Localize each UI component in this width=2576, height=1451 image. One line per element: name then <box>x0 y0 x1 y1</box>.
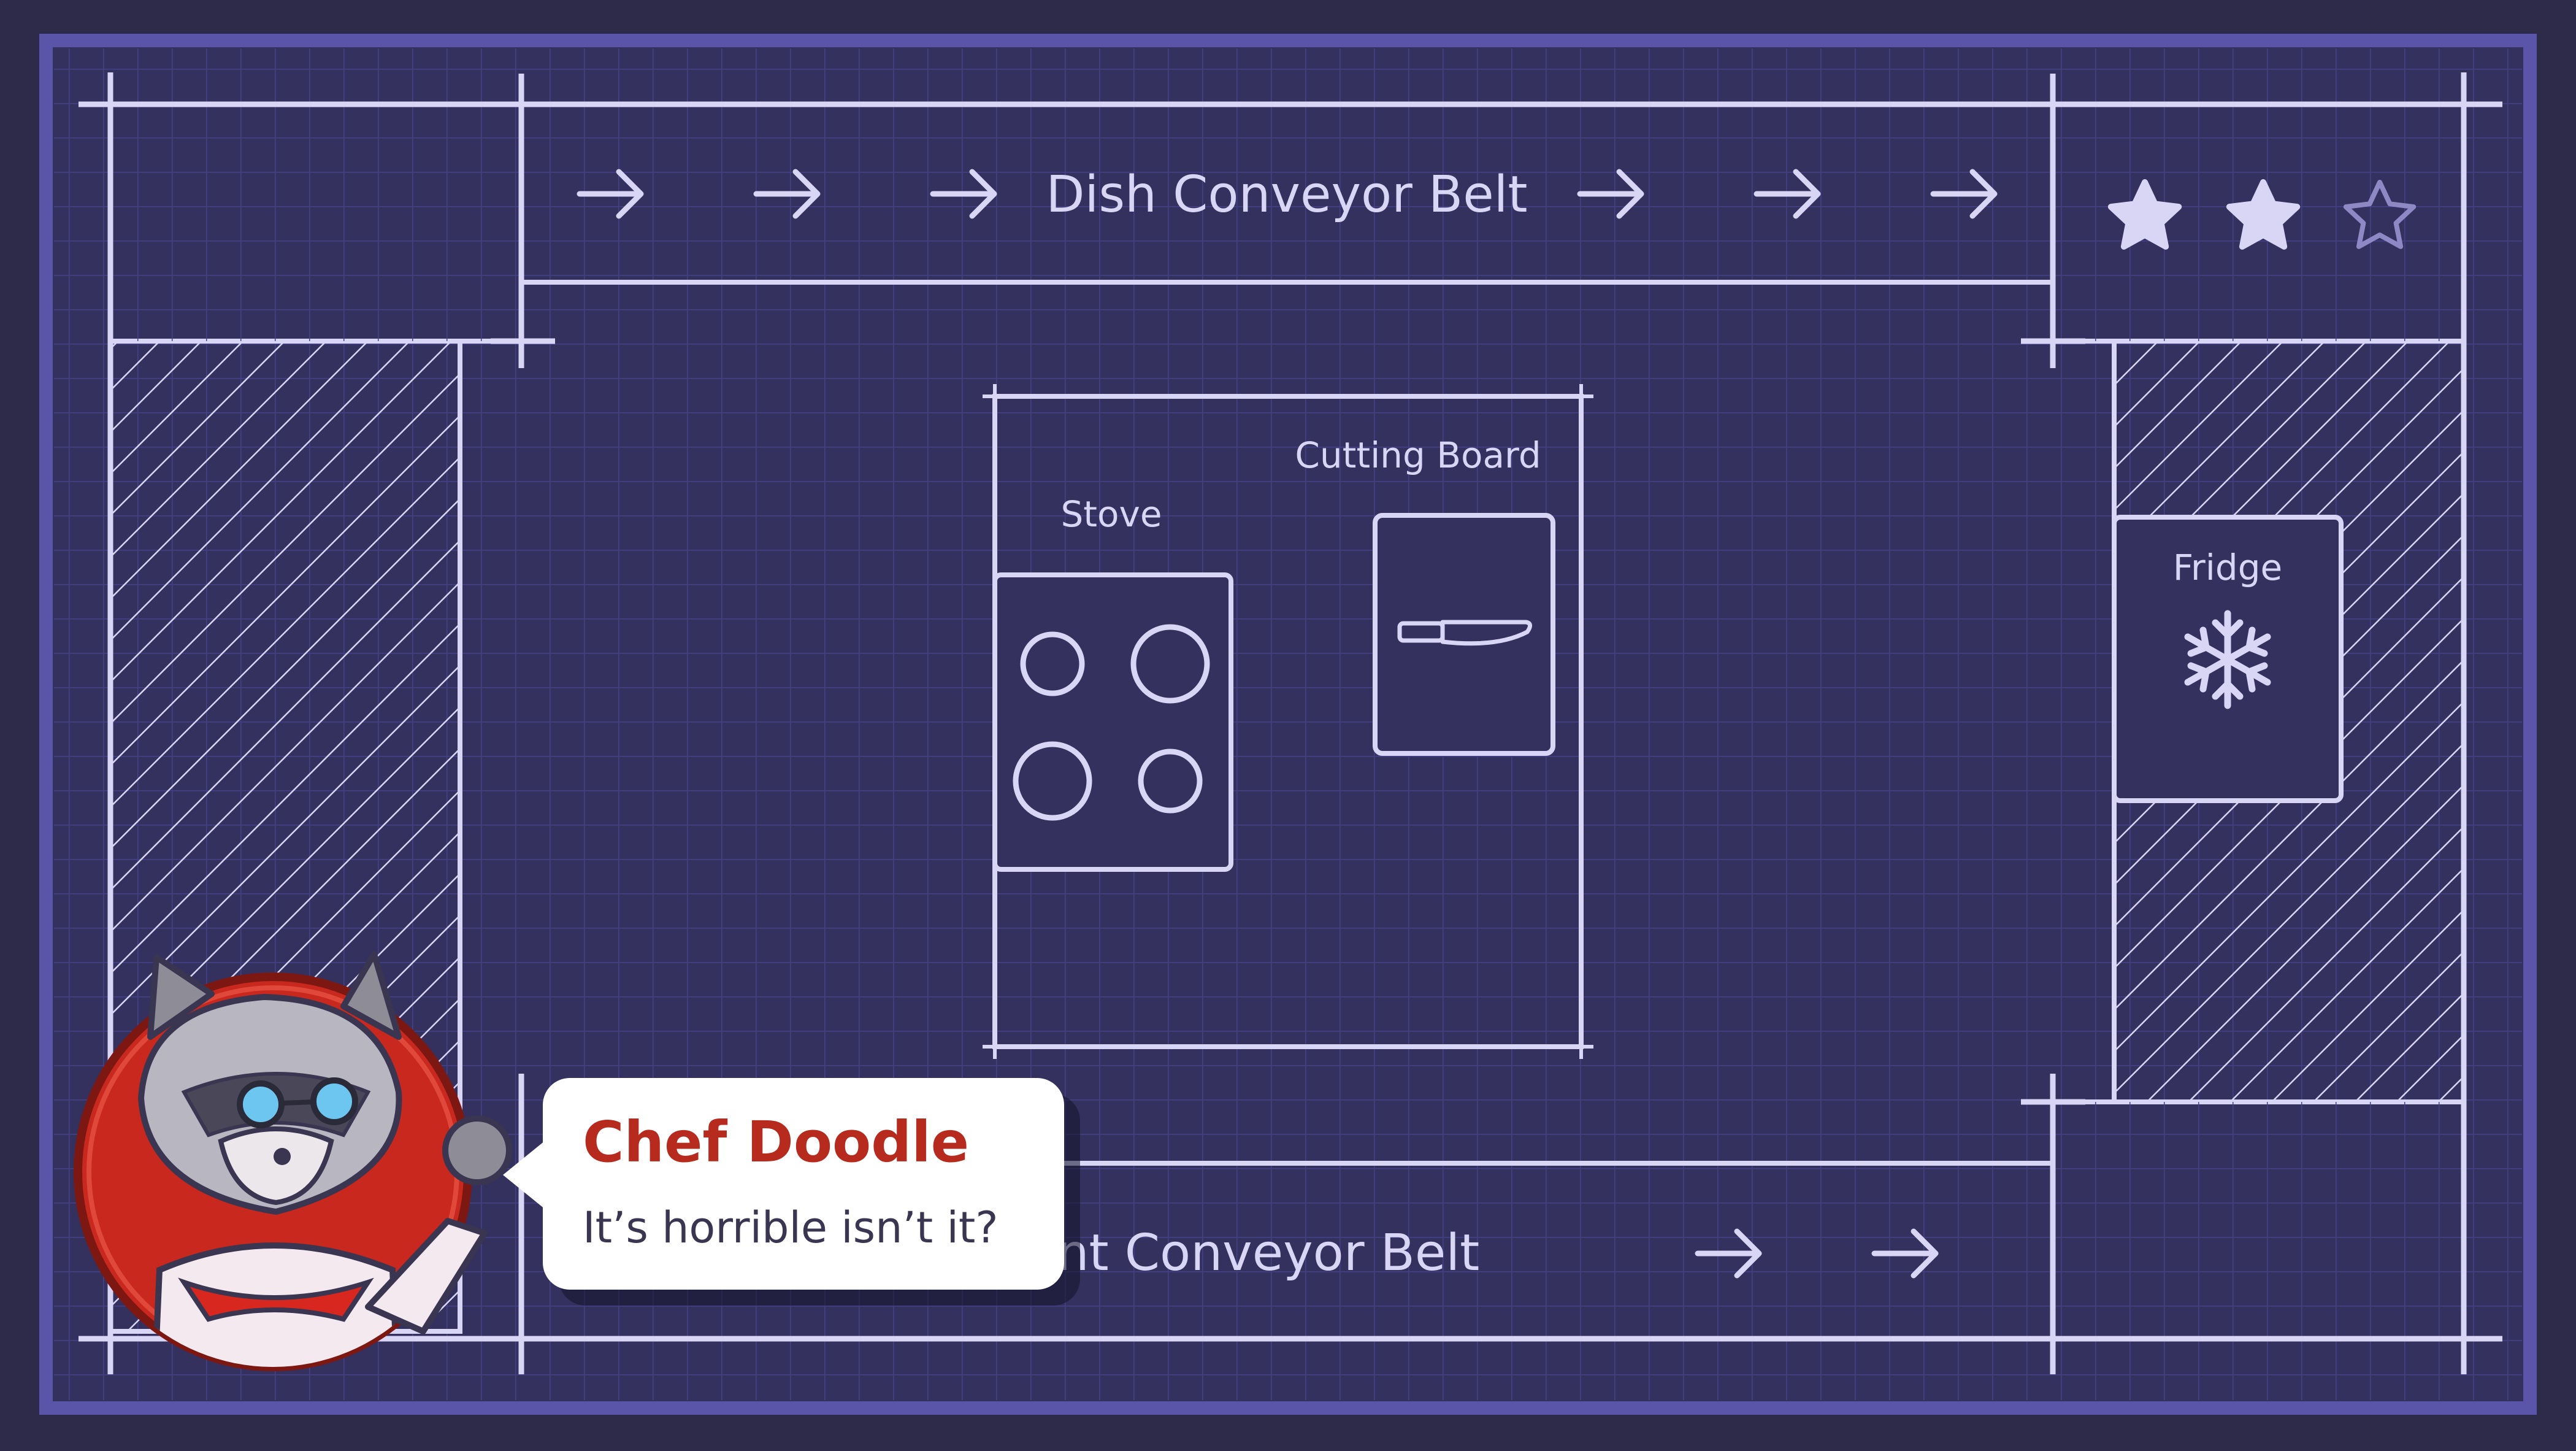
stove <box>992 572 1233 872</box>
knife-icon <box>1397 620 1532 646</box>
stove-burner <box>1013 741 1092 821</box>
stove-burner <box>1020 631 1085 696</box>
arrow-right-icon <box>930 169 997 219</box>
ingredient-belt-arrows <box>1695 1228 1939 1279</box>
stove-burner <box>1138 749 1203 814</box>
fridge-label: Fridge <box>2173 547 2282 588</box>
arrow-right-icon <box>577 169 644 219</box>
cutting-board-label: Cutting Board <box>1295 434 1541 476</box>
star-icon <box>2343 180 2417 249</box>
arrow-right-icon <box>753 169 821 219</box>
cutting-board <box>1373 513 1555 756</box>
stove-burner <box>1130 624 1210 704</box>
speaker-name: Chef Doodle <box>583 1109 970 1175</box>
arrow-right-icon <box>1871 1228 1939 1279</box>
arrow-right-icon <box>1695 1228 1762 1279</box>
star-icon <box>2226 179 2301 250</box>
fridge <box>2112 515 2344 803</box>
dish-belt-label: Dish Conveyor Belt <box>1046 166 1527 224</box>
arrow-right-icon <box>1930 169 1998 219</box>
stove-label: Stove <box>1060 493 1162 535</box>
dish-belt-arrows <box>577 169 1998 219</box>
arrow-right-icon <box>1754 169 1821 219</box>
snowflake-icon <box>2184 610 2271 709</box>
dialog-text: It’s horrible isn’t it? <box>583 1203 999 1253</box>
rating-stars <box>2107 179 2417 250</box>
speech-bubble[interactable] <box>543 1078 1064 1290</box>
arrow-right-icon <box>1577 169 1644 219</box>
star-icon <box>2107 179 2182 250</box>
